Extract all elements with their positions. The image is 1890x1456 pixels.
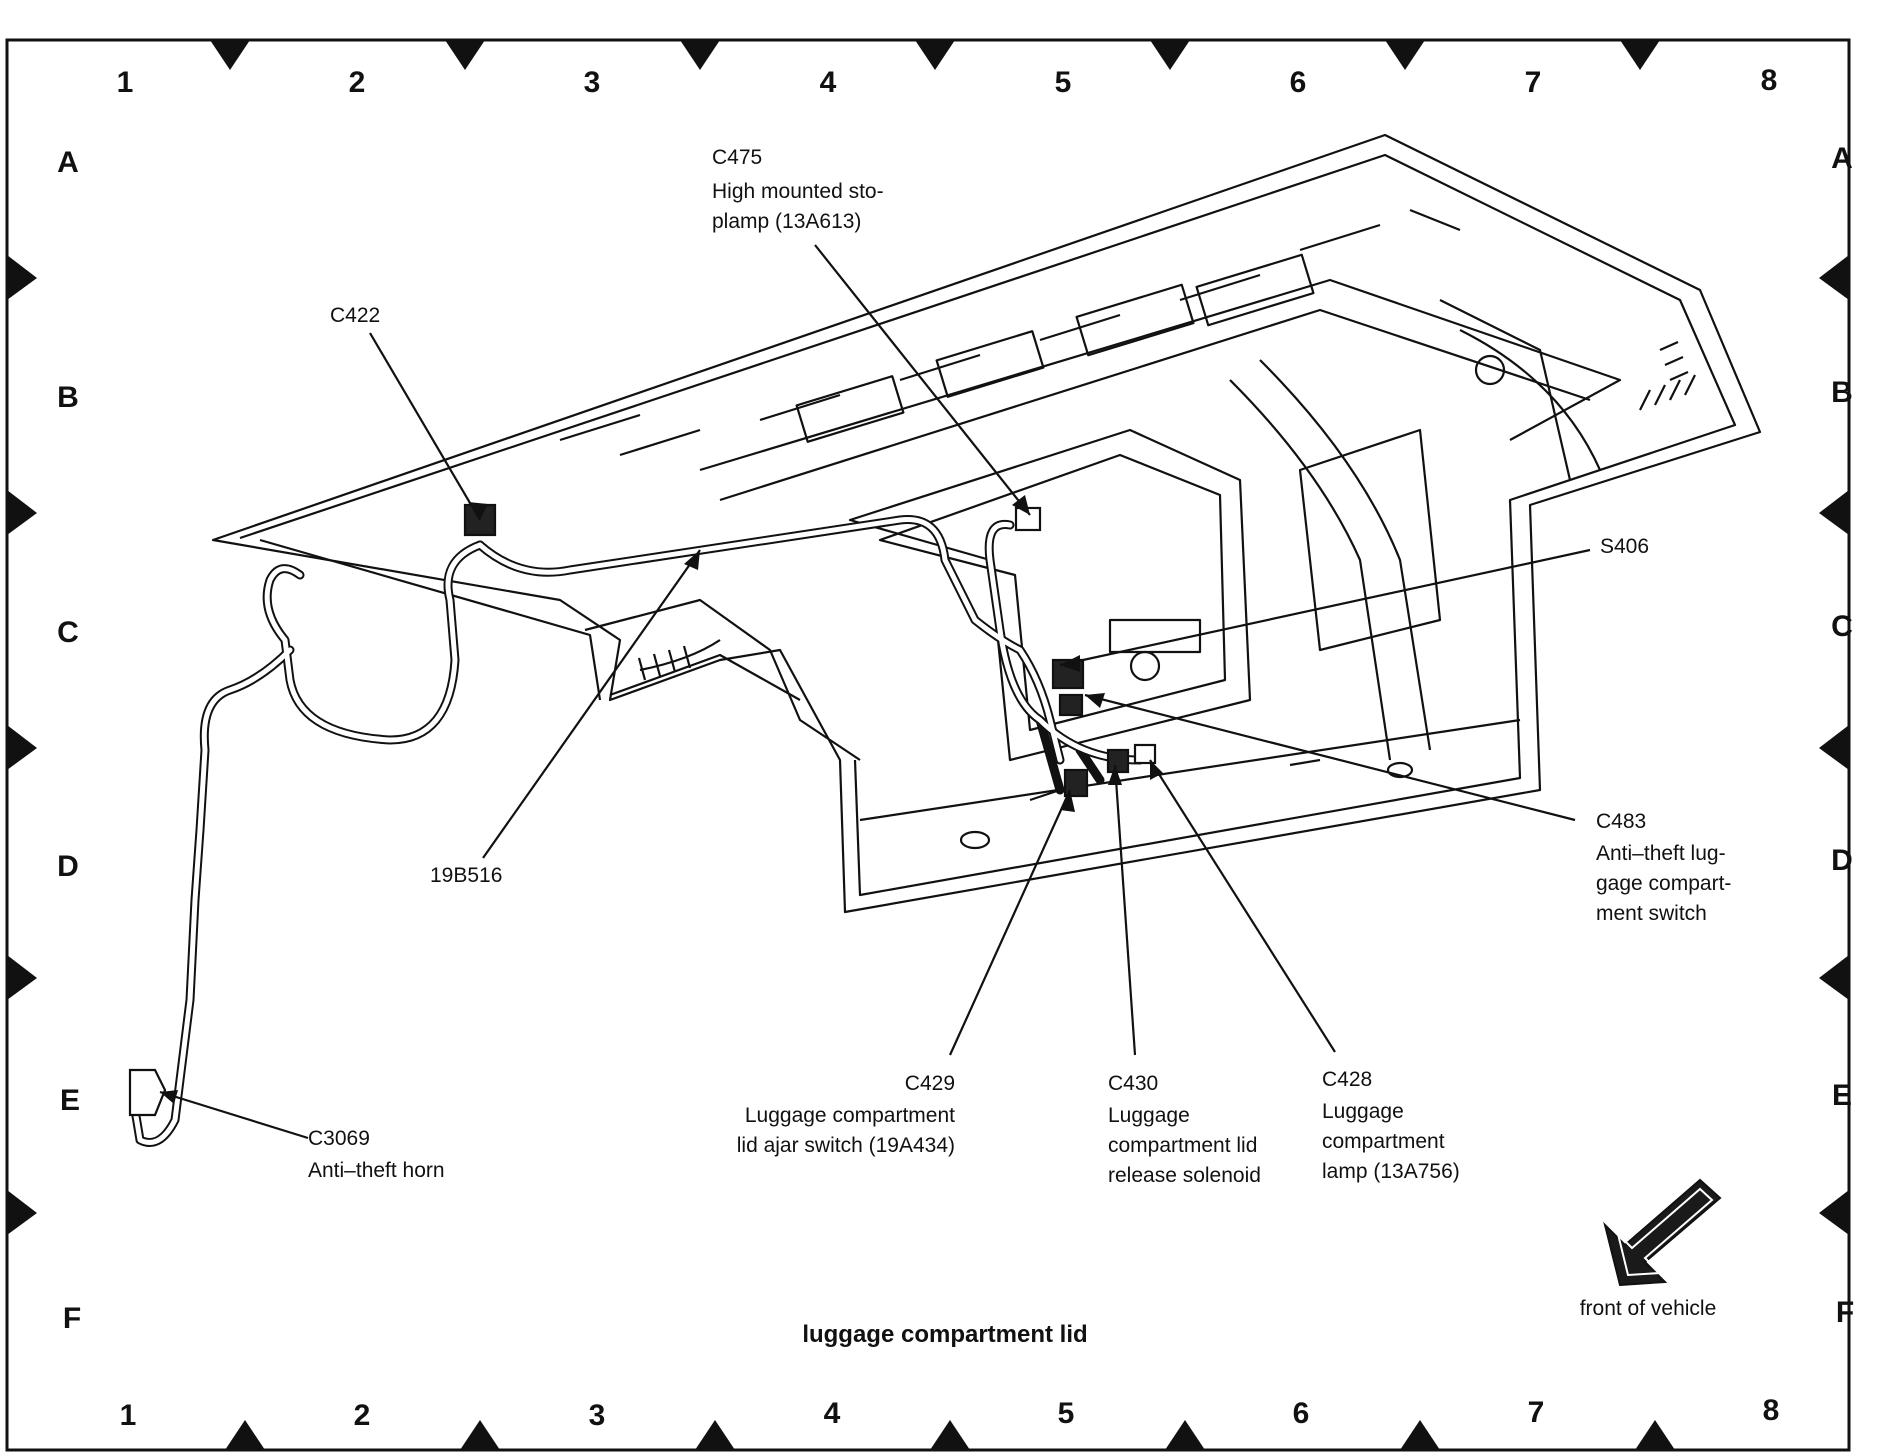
leader-19b516 — [482, 549, 701, 859]
row-label: A — [57, 146, 79, 179]
row-label: A — [1831, 142, 1853, 175]
callout-id: C430 — [1108, 1072, 1158, 1095]
callout-line: gage compart- — [1596, 872, 1731, 895]
col-label: 3 — [584, 66, 601, 99]
col-label: 7 — [1525, 66, 1542, 99]
callout-line: plamp (13A613) — [712, 210, 861, 233]
row-label: F — [1836, 1296, 1854, 1329]
callout-19b516: 19B516 — [430, 864, 502, 887]
callout-line: ment switch — [1596, 902, 1707, 925]
leader-c422 — [369, 332, 481, 521]
callout-line: release solenoid — [1108, 1164, 1261, 1187]
col-label: 4 — [824, 1397, 841, 1430]
callout-c475: C475 High mounted sto- plamp (13A613) — [712, 146, 884, 233]
callout-line: Anti–theft lug- — [1596, 842, 1726, 865]
row-label: B — [1831, 376, 1853, 409]
row-label: E — [1832, 1079, 1852, 1112]
callout-line: lid ajar switch (19A434) — [737, 1134, 955, 1157]
col-label: 2 — [354, 1399, 371, 1432]
bottom-grid-markers — [225, 1420, 1675, 1450]
callout-s406: S406 — [1600, 535, 1649, 558]
leader-c3069 — [159, 1090, 309, 1140]
row-label: C — [57, 616, 79, 649]
callout-id: C422 — [330, 304, 380, 327]
col-label: 8 — [1761, 64, 1778, 97]
callout-line: Luggage — [1322, 1100, 1404, 1123]
col-label: 6 — [1293, 1397, 1310, 1430]
callout-id: C429 — [905, 1072, 955, 1095]
front-of-vehicle-label: front of vehicle — [1580, 1297, 1717, 1320]
connector-c3069 — [128, 1068, 167, 1117]
callout-c429: C429 Luggage compartment lid ajar switch… — [737, 1072, 955, 1157]
col-label: 3 — [589, 1399, 606, 1432]
callout-c430: C430 Luggage compartment lid release sol… — [1108, 1072, 1261, 1187]
right-grid-markers — [1819, 255, 1849, 1235]
row-label: B — [57, 381, 79, 414]
callout-c428: C428 Luggage compartment lamp (13A756) — [1322, 1068, 1460, 1183]
row-label: D — [57, 850, 79, 883]
column-labels-bottom: 1 2 3 4 5 6 7 8 — [120, 1394, 1780, 1432]
row-label: D — [1831, 844, 1853, 877]
col-label: 8 — [1763, 1394, 1780, 1427]
luggage-lid-drawing — [211, 133, 1762, 914]
row-label: E — [60, 1084, 80, 1117]
leader-s406 — [1059, 548, 1591, 667]
callout-id: C483 — [1596, 810, 1646, 833]
leader-c428 — [1149, 759, 1336, 1053]
row-label: F — [63, 1302, 81, 1335]
leader-lines — [159, 244, 1591, 1140]
col-label: 5 — [1058, 1397, 1075, 1430]
col-label: 2 — [349, 66, 366, 99]
row-label: C — [1831, 610, 1853, 643]
top-grid-markers — [210, 40, 1660, 70]
column-labels-top: 1 2 3 4 5 6 7 8 — [117, 64, 1778, 99]
col-label: 4 — [820, 66, 837, 99]
callout-c483: C483 Anti–theft lug- gage compart- ment … — [1596, 810, 1731, 925]
callout-id: C3069 — [308, 1127, 370, 1150]
callout-line: Luggage compartment — [745, 1104, 955, 1127]
left-grid-markers — [7, 255, 37, 1235]
col-label: 1 — [117, 66, 134, 99]
col-label: 1 — [120, 1399, 137, 1432]
diagram-caption: luggage compartment lid — [802, 1321, 1087, 1348]
callout-line: High mounted sto- — [712, 180, 884, 203]
leader-c429 — [948, 789, 1072, 1056]
leader-c430 — [1113, 764, 1137, 1056]
leader-arrowheads — [160, 495, 1163, 1104]
callout-c3069: C3069 Anti–theft horn — [308, 1127, 445, 1182]
callout-line: Luggage — [1108, 1104, 1190, 1127]
front-of-vehicle-arrow — [1603, 1178, 1722, 1287]
callout-id: C475 — [712, 146, 762, 169]
col-label: 7 — [1528, 1396, 1545, 1429]
connector-s406 — [1058, 693, 1084, 717]
connector-c428 — [1133, 743, 1157, 765]
col-label: 5 — [1055, 66, 1072, 99]
connector-c430 — [1106, 748, 1130, 774]
row-labels-right: A B C D E F — [1831, 142, 1854, 1329]
callout-c422: C422 — [330, 304, 380, 327]
leader-c475 — [814, 244, 1031, 516]
callout-id: C428 — [1322, 1068, 1372, 1091]
connector-c429 — [1063, 768, 1089, 798]
callout-id: S406 — [1600, 535, 1649, 558]
callout-id: 19B516 — [430, 864, 502, 887]
callout-line: Anti–theft horn — [308, 1159, 445, 1182]
leader-c483 — [1084, 693, 1576, 822]
col-label: 6 — [1290, 66, 1307, 99]
wiring-harness-inner — [132, 517, 1143, 1145]
callout-line: lamp (13A756) — [1322, 1160, 1460, 1183]
row-labels-left: A B C D E F — [57, 146, 81, 1335]
callout-line: compartment lid — [1108, 1134, 1257, 1157]
callout-line: compartment — [1322, 1130, 1445, 1153]
